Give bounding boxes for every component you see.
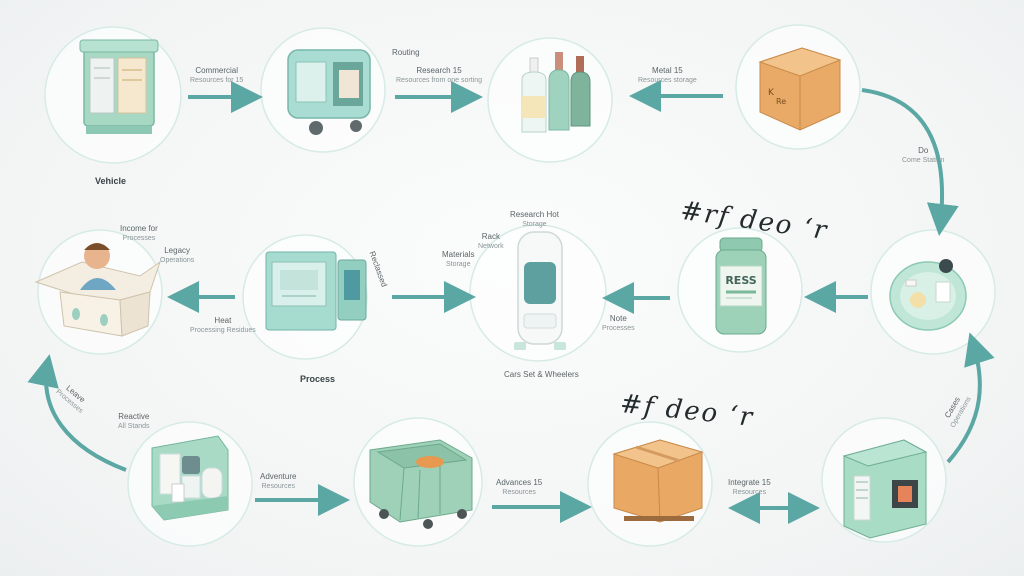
curve-4-9 <box>861 88 959 236</box>
label-4-title: Metal 15 <box>652 66 683 75</box>
label-1-title: Commercial <box>195 66 238 75</box>
label-16-sub: Resources <box>261 483 295 490</box>
label-3: Research 15 Resources from one sorting <box>396 66 482 86</box>
label-2: Routing <box>392 48 420 58</box>
svg-text:K: K <box>768 88 775 98</box>
label-6-title: Income for <box>120 224 158 233</box>
label-12-title: Materials <box>442 250 475 259</box>
label-4: Metal 15 Resources storage <box>638 66 697 86</box>
label-10-title: Research Hot <box>510 210 559 219</box>
furnace-icon <box>842 439 928 539</box>
caption-process: Process <box>300 374 336 384</box>
label-3-sub: Resources from one sorting <box>396 77 482 84</box>
crate-icon <box>151 435 229 521</box>
jar-label-text: RESS <box>725 274 756 287</box>
label-3-title: Research 15 <box>416 66 462 75</box>
label-15-sub: All Stands <box>118 423 150 430</box>
label-13-title: Cars Set & Wheelers <box>504 370 579 379</box>
label-7-sub: Operations <box>160 257 195 264</box>
label-13: Cars Set & Wheelers <box>504 370 579 380</box>
jar-icon: RESS <box>715 237 767 335</box>
label-18-sub: Resources <box>732 489 767 496</box>
label-17-sub: Resources <box>502 489 536 496</box>
label-4-sub: Resources storage <box>638 77 697 84</box>
label-11-sub: Network <box>478 243 504 250</box>
label-2-title: Routing <box>392 48 420 57</box>
label-12-sub: Storage <box>445 261 471 268</box>
label-1-sub: Resources for 15 <box>190 77 244 84</box>
label-7-title: Legacy <box>164 246 191 255</box>
bottles-icon <box>521 52 591 133</box>
dumpster-icon <box>369 439 473 529</box>
label-14-sub: Processes <box>602 325 635 332</box>
plate-icon <box>889 259 967 331</box>
label-18-title: Integrate 15 <box>728 478 771 487</box>
curve-13-9 <box>946 332 995 464</box>
label-5-sub: Come Station <box>902 157 945 164</box>
label-11-title: Rack <box>481 232 500 241</box>
label-17: Advances 15 Resources <box>496 478 542 498</box>
sealed-box-icon <box>612 439 704 523</box>
caption-vehicle: Vehicle <box>95 176 127 186</box>
label-14-title: Note <box>609 314 627 323</box>
flow-arrows <box>167 80 868 524</box>
label-8-sub: Processing Residues <box>190 327 256 334</box>
cardboard-box-icon: K Re <box>758 47 842 131</box>
label-8-title: Heat <box>214 316 232 325</box>
label-10-sub: Storage <box>522 221 547 228</box>
label-6-sub: Processes <box>122 235 156 242</box>
person-in-box-icon <box>34 243 161 337</box>
label-5-title: Do <box>918 146 929 155</box>
appliance-icon <box>265 251 367 331</box>
label-16-title: Adventure <box>260 472 297 481</box>
label-17-title: Advances 15 <box>496 478 543 487</box>
svg-text:Re: Re <box>776 97 786 106</box>
label-18: Integrate 15 Resources <box>728 478 771 498</box>
cabinet-icon <box>79 39 159 134</box>
curve-10-5 <box>27 354 127 472</box>
machine-on-wheels-icon <box>287 49 371 135</box>
van-icon <box>514 231 566 350</box>
label-15-title: Reactive <box>118 412 150 421</box>
